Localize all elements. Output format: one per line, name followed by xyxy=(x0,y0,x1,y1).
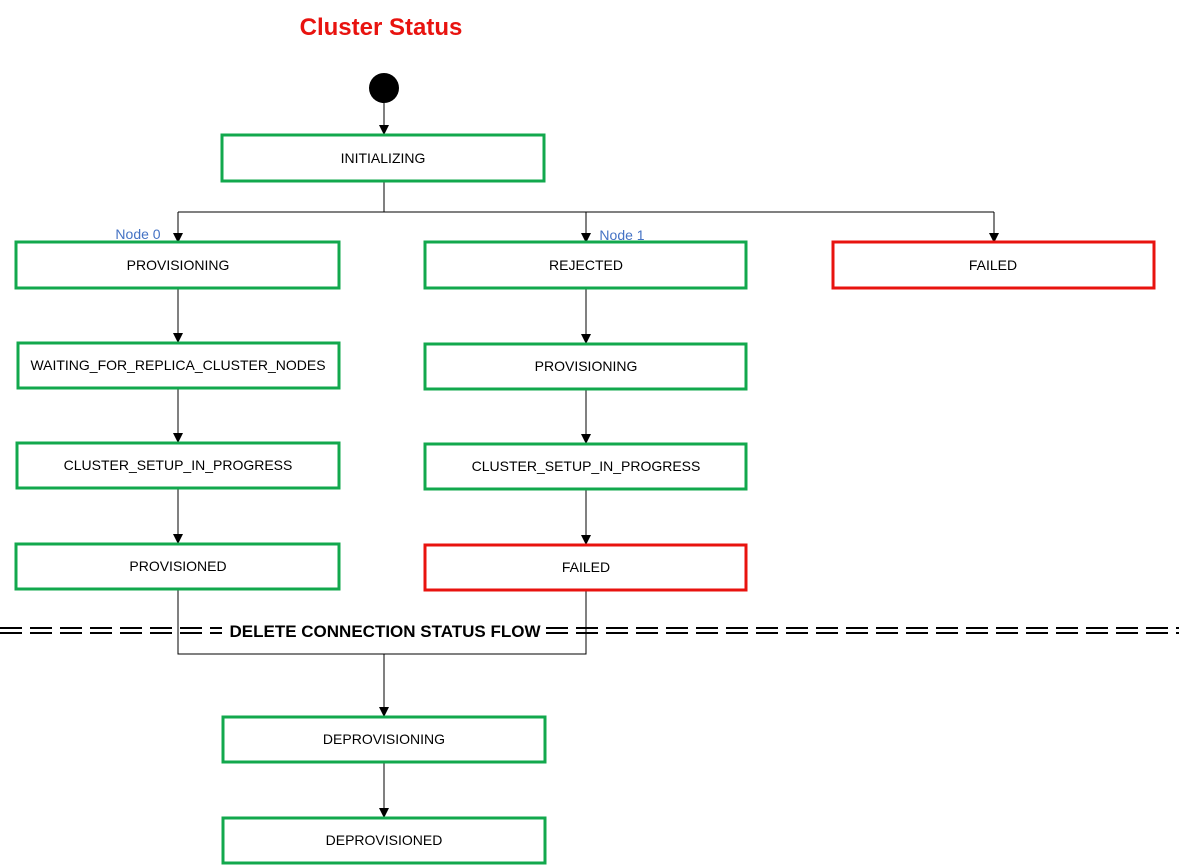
state-failed-node1: FAILED xyxy=(423,543,748,592)
state-label: WAITING_FOR_REPLICA_CLUSTER_NODES xyxy=(30,357,325,373)
state-provisioning-node1: PROVISIONING xyxy=(423,342,748,391)
state-cluster-setup-node0: CLUSTER_SETUP_IN_PROGRESS xyxy=(15,441,341,490)
state-label: PROVISIONED xyxy=(129,558,226,574)
state-label: CLUSTER_SETUP_IN_PROGRESS xyxy=(64,457,293,473)
state-provisioned: PROVISIONED xyxy=(14,542,341,591)
branch-label-node1: Node 1 xyxy=(599,227,644,243)
line-failed-to-merge xyxy=(384,591,587,655)
state-label: PROVISIONING xyxy=(127,257,230,273)
divider-label: DELETE CONNECTION STATUS FLOW xyxy=(229,622,541,641)
state-label: CLUSTER_SETUP_IN_PROGRESS xyxy=(472,458,701,474)
state-deprovisioned: DEPROVISIONED xyxy=(221,816,547,865)
state-label: INITIALIZING xyxy=(341,150,426,166)
state-waiting-for-replica-cluster-nodes: WAITING_FOR_REPLICA_CLUSTER_NODES xyxy=(16,341,341,390)
state-provisioning-node0: PROVISIONING xyxy=(14,240,341,290)
state-label: DEPROVISIONING xyxy=(323,731,445,747)
branch-label-node0: Node 0 xyxy=(115,226,160,242)
state-initializing: INITIALIZING xyxy=(220,133,546,183)
start-state-dot xyxy=(369,73,399,103)
state-failed-top: FAILED xyxy=(831,240,1156,290)
connectors xyxy=(173,103,999,818)
state-label: REJECTED xyxy=(549,257,623,273)
state-label: FAILED xyxy=(562,559,610,575)
state-label: PROVISIONING xyxy=(535,358,638,374)
delete-flow-divider xyxy=(0,627,1179,634)
state-label: FAILED xyxy=(969,257,1017,273)
line-provisioned-to-merge xyxy=(177,590,384,655)
state-label: DEPROVISIONED xyxy=(326,832,443,848)
state-deprovisioning: DEPROVISIONING xyxy=(221,715,547,764)
state-cluster-setup-node1: CLUSTER_SETUP_IN_PROGRESS xyxy=(423,442,748,491)
diagram-title: Cluster Status xyxy=(300,14,463,41)
state-rejected: REJECTED xyxy=(423,240,748,290)
